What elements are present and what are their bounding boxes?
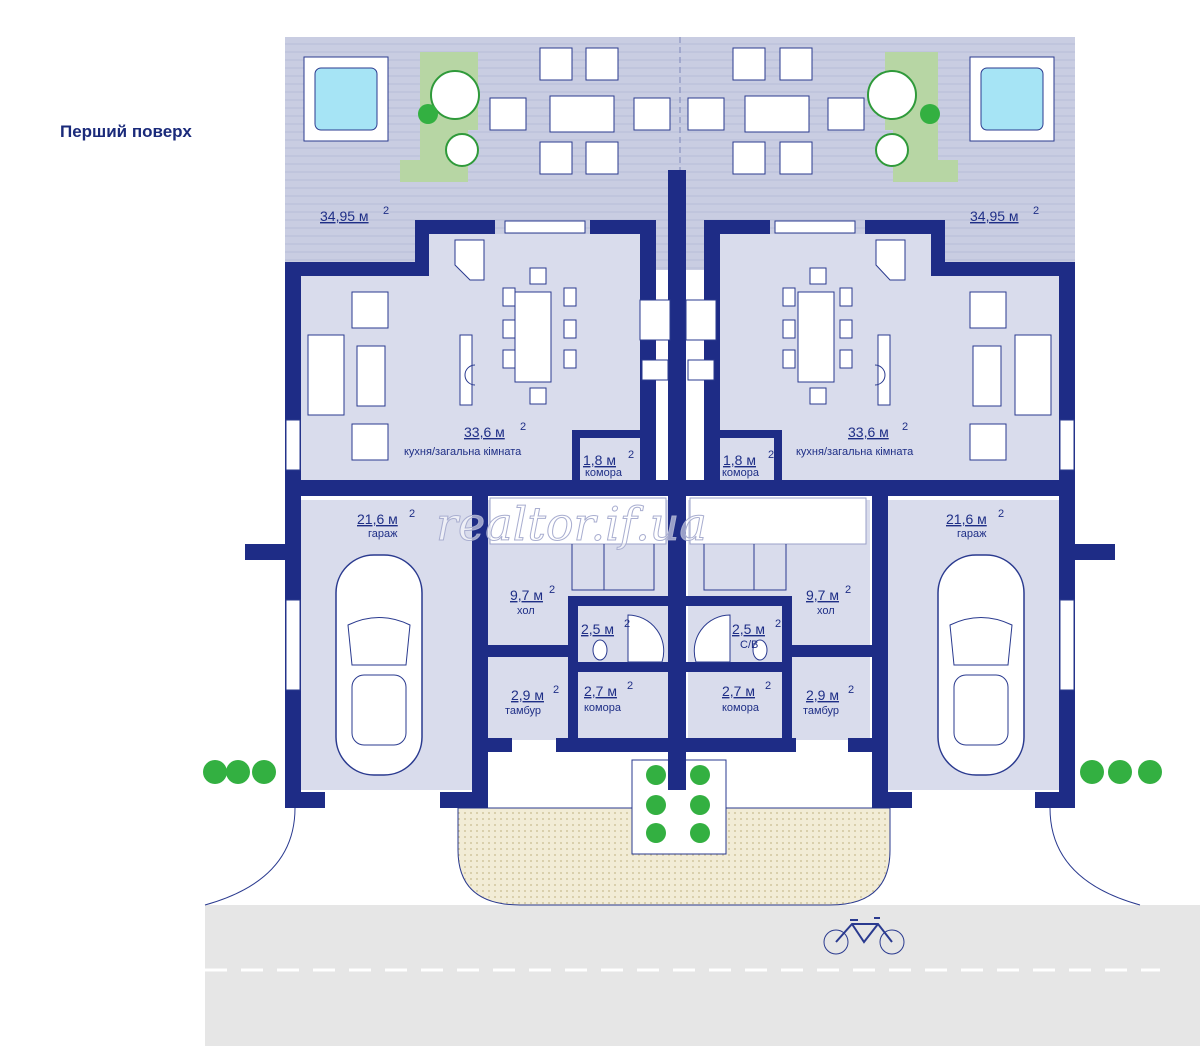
garage-area-left-sup: 2 (409, 508, 415, 520)
sofa-icon (307, 334, 345, 416)
curb-right (1049, 807, 1141, 906)
pantry-small-area-right: 1,8 м (723, 452, 756, 468)
vestibule-area-right: 2,9 м (806, 687, 839, 703)
pool-icon (303, 56, 389, 142)
living-furniture-left (307, 239, 671, 461)
garage-area-left: 21,6 м (357, 511, 398, 527)
pantry-small-label-left: комора (585, 467, 623, 479)
outdoor-furniture (489, 47, 865, 175)
dining-table-icon (514, 291, 552, 383)
kitchen-area-right: 33,6 м (848, 424, 889, 440)
kitchen-area-left-sup: 2 (520, 421, 526, 433)
car-icon (335, 554, 423, 776)
tree-icon (445, 133, 479, 167)
hall-label-right: хол (817, 605, 835, 617)
walls (245, 170, 1115, 808)
curb-left (204, 807, 296, 906)
tree-icon (430, 70, 480, 120)
garage-label-left: гараж (368, 528, 398, 540)
windows (285, 220, 1075, 691)
paved-entrance (457, 807, 891, 906)
bathroom-area-right-sup: 2 (775, 618, 781, 630)
hall-label-left: хол (517, 605, 535, 617)
kitchen-label-left: кухня/загальна кімната (404, 446, 522, 458)
toilet-icon (592, 639, 768, 661)
hall-area-right-sup: 2 (845, 584, 851, 596)
garage-label-right: гараж (957, 528, 987, 540)
pool-icon (969, 56, 1055, 142)
terrace-area-left-sup: 2 (383, 205, 389, 217)
bicycle-icon (823, 917, 905, 955)
kitchen-label-right: кухня/загальна кімната (796, 446, 914, 458)
pantry-small-label-right: комора (722, 467, 760, 479)
pantry-small-area-right-sup: 2 (768, 449, 774, 461)
shrubs (203, 760, 1162, 843)
stove-icon (639, 299, 671, 341)
watermark: realtor.if.ua (436, 497, 707, 551)
page-title: Перший поверх (60, 122, 192, 141)
terrace-area-left: 34,95 м (320, 208, 369, 224)
tree-icon (875, 133, 909, 167)
pantry-area-left: 2,7 м (584, 683, 617, 699)
shower-icon (627, 614, 731, 663)
car-icon (937, 554, 1025, 776)
terrace-area-right-sup: 2 (1033, 205, 1039, 217)
bathroom-label-right: С/В (740, 639, 758, 651)
pantry-small-area-left-sup: 2 (628, 449, 634, 461)
vestibule-label-right: тамбур (803, 705, 839, 717)
kitchen-area-right-sup: 2 (902, 421, 908, 433)
bush-icon (920, 104, 940, 124)
garage-area-right: 21,6 м (946, 511, 987, 527)
hall-area-left-sup: 2 (549, 584, 555, 596)
hall-area-right: 9,7 м (806, 587, 839, 603)
bathroom-area-left-sup: 2 (624, 618, 630, 630)
living-furniture-right (685, 239, 1052, 461)
stairs-icon (489, 497, 867, 591)
dining-table-icon (797, 291, 835, 383)
pantry-area-right: 2,7 м (722, 683, 755, 699)
vestibule-area-left-sup: 2 (553, 684, 559, 696)
vestibule-label-left: тамбур (505, 705, 541, 717)
bush-icon (418, 104, 438, 124)
garage-area-right-sup: 2 (998, 508, 1004, 520)
sofa-icon (1014, 334, 1052, 416)
road-surface (205, 905, 1200, 1046)
bathroom-area-left: 2,5 м (581, 621, 614, 637)
pantry-area-right-sup: 2 (765, 680, 771, 692)
stove-icon (685, 299, 717, 341)
hall-area-left: 9,7 м (510, 587, 543, 603)
kitchen-area-left: 33,6 м (464, 424, 505, 440)
vestibule-area-left: 2,9 м (511, 687, 544, 703)
pantry-area-left-sup: 2 (627, 680, 633, 692)
terrace-area-right: 34,95 м (970, 208, 1019, 224)
pantry-label-left: комора (584, 702, 622, 714)
bathroom-area-right: 2,5 м (732, 621, 765, 637)
tree-icon (867, 70, 917, 120)
pantry-label-right: комора (722, 702, 760, 714)
pantry-small-area-left: 1,8 м (583, 452, 616, 468)
vestibule-area-right-sup: 2 (848, 684, 854, 696)
